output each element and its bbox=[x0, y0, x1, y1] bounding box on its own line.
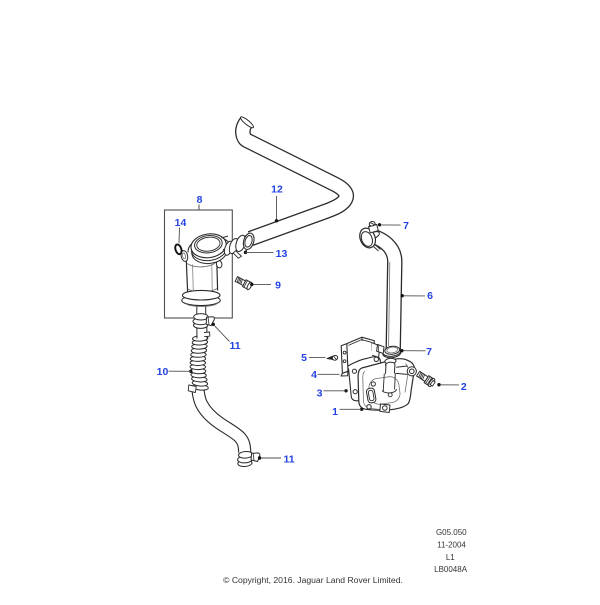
svg-text:7: 7 bbox=[426, 346, 432, 358]
svg-text:14: 14 bbox=[175, 217, 187, 229]
svg-text:7: 7 bbox=[403, 220, 409, 232]
svg-text:9: 9 bbox=[275, 279, 281, 291]
svg-text:10: 10 bbox=[157, 366, 169, 378]
svg-text:11: 11 bbox=[229, 340, 240, 352]
svg-text:LB0048A: LB0048A bbox=[434, 565, 468, 574]
svg-text:11-2004: 11-2004 bbox=[437, 541, 466, 550]
svg-text:8: 8 bbox=[197, 194, 203, 206]
svg-text:G05.050: G05.050 bbox=[436, 528, 467, 537]
svg-text:5: 5 bbox=[301, 352, 307, 364]
svg-text:11: 11 bbox=[283, 453, 294, 465]
svg-text:© Copyright, 2016. Jaguar Land: © Copyright, 2016. Jaguar Land Rover Lim… bbox=[223, 575, 403, 585]
svg-text:L1: L1 bbox=[446, 553, 455, 562]
svg-text:13: 13 bbox=[276, 248, 288, 260]
svg-text:6: 6 bbox=[427, 290, 433, 302]
svg-text:2: 2 bbox=[461, 381, 467, 393]
svg-text:1: 1 bbox=[332, 406, 338, 418]
svg-text:4: 4 bbox=[311, 369, 317, 381]
svg-text:3: 3 bbox=[317, 387, 323, 399]
svg-text:12: 12 bbox=[271, 183, 283, 195]
